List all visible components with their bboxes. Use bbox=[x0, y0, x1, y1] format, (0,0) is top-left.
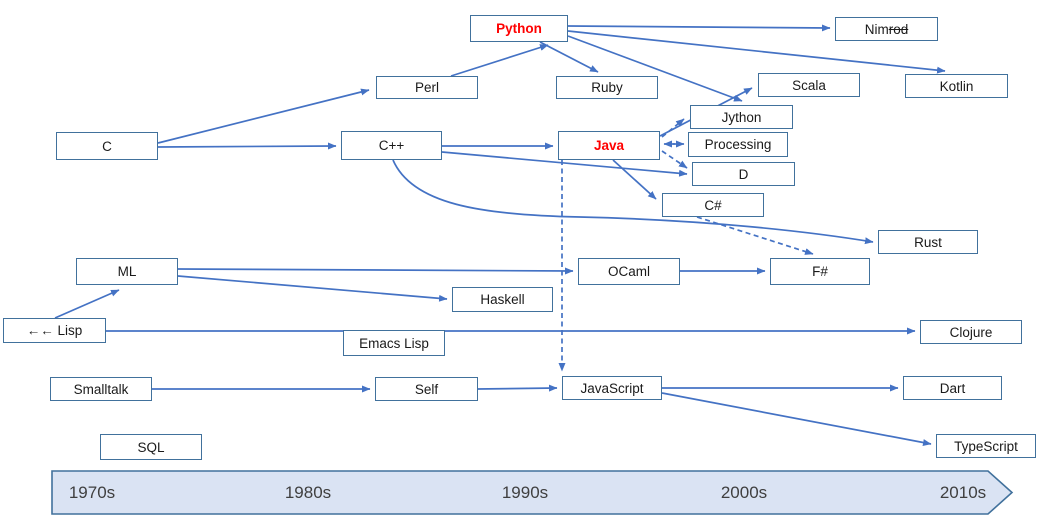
node-cpp: C++ bbox=[341, 131, 442, 160]
node-jython: Jython bbox=[690, 105, 793, 129]
node-java: Java bbox=[558, 131, 660, 160]
edge-lisp-ml bbox=[54, 289, 120, 319]
node-dart: Dart bbox=[903, 376, 1002, 400]
node-perl: Perl bbox=[376, 76, 478, 99]
node-smalltalk: Smalltalk bbox=[50, 377, 152, 401]
edge-java-d-dashed bbox=[661, 150, 688, 169]
node-nimrod-label: Nim bbox=[864, 21, 889, 37]
edge-cpp-rust bbox=[392, 159, 874, 245]
node-typescript: TypeScript bbox=[936, 434, 1036, 458]
node-nimrod-label-struck: rod bbox=[888, 21, 909, 37]
edge-java-jython-dashed bbox=[661, 118, 685, 138]
edge-python-ruby bbox=[539, 41, 599, 73]
node-rust: Rust bbox=[878, 230, 978, 254]
timeline-label-2000s: 2000s bbox=[720, 483, 768, 502]
edge-javascript-typescript bbox=[661, 392, 932, 446]
node-clojure: Clojure bbox=[920, 320, 1022, 344]
node-c: C bbox=[56, 132, 158, 160]
edge-ml-haskell bbox=[177, 275, 448, 302]
node-ml: ML bbox=[76, 258, 178, 285]
edge-csharp-fsharp-dashed bbox=[696, 216, 814, 255]
edge-perl-python bbox=[450, 44, 549, 77]
timeline-label-1990s: 1990s bbox=[501, 483, 549, 502]
edge-self-javascript bbox=[477, 384, 558, 392]
node-processing: Processing bbox=[688, 132, 788, 157]
edge-python-nimrod bbox=[567, 24, 831, 32]
edge-python-jython bbox=[567, 35, 743, 102]
node-sql: SQL bbox=[100, 434, 202, 460]
edge-c-perl bbox=[157, 88, 370, 144]
timeline-bar bbox=[51, 470, 1014, 515]
node-scala: Scala bbox=[758, 73, 860, 97]
edge-python-kotlin bbox=[567, 30, 946, 74]
node-haskell: Haskell bbox=[452, 287, 553, 312]
node-self: Self bbox=[375, 377, 478, 401]
node-kotlin: Kotlin bbox=[905, 74, 1008, 98]
node-ruby: Ruby bbox=[556, 76, 658, 99]
node-python: Python bbox=[470, 15, 568, 42]
node-csharp: C# bbox=[662, 193, 764, 217]
edge-java-csharp bbox=[612, 159, 657, 200]
timeline-label-1980s: 1980s bbox=[284, 483, 332, 502]
node-d: D bbox=[692, 162, 795, 186]
node-fsharp: F# bbox=[770, 258, 870, 285]
node-javascript: JavaScript bbox=[562, 376, 662, 400]
node-emacs-lisp: Emacs Lisp bbox=[343, 330, 445, 356]
edge-ml-ocaml bbox=[177, 267, 574, 275]
timeline-label-2010s: 2010s bbox=[939, 483, 987, 502]
node-ocaml: OCaml bbox=[578, 258, 680, 285]
edge-cpp-d bbox=[441, 151, 688, 177]
edge-c-cpp bbox=[157, 142, 337, 150]
node-lisp: ←← Lisp bbox=[3, 318, 106, 343]
timeline-label-1970s: 1970s bbox=[68, 483, 116, 502]
